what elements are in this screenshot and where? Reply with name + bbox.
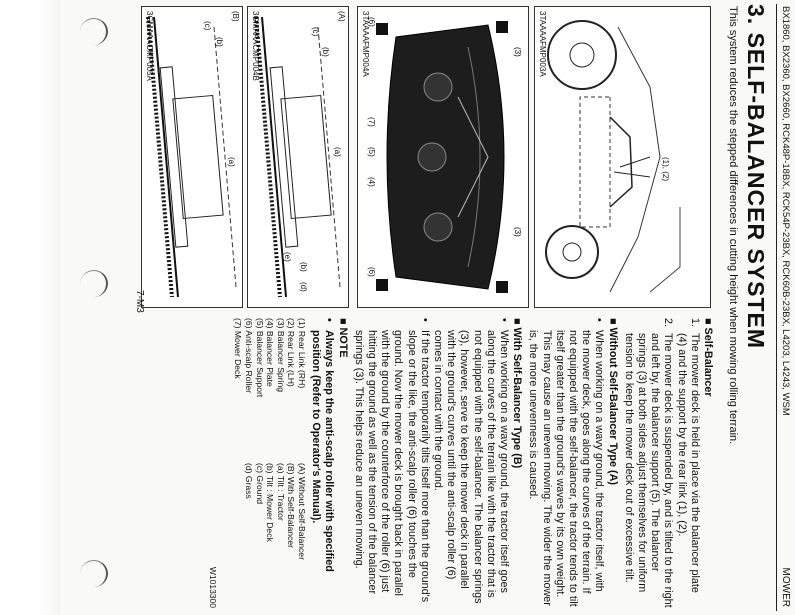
- heading-text: NOTE: [336, 327, 349, 358]
- reference-list: (1) Rear Link (RH) (2) Rear Link (LH) (3…: [233, 318, 307, 608]
- intro-text: This system reduces the stepped differen…: [727, 6, 739, 445]
- rotated-page-content: BX1860, BX2360, BX2660, RCK48P-18BX, RCK…: [120, 0, 795, 615]
- heading-text: Self-Balancer: [702, 327, 714, 397]
- heading-note: ■ NOTE: [336, 318, 349, 358]
- numbered-item: 2. The mower deck is suspended by, and is…: [622, 318, 675, 608]
- numbered-item: 1. The mower deck is held in place via th…: [674, 318, 701, 608]
- item-text: The mower deck is suspended by, and is t…: [622, 333, 675, 608]
- note-item: •Always keep the anti-scalp roller with …: [309, 318, 335, 608]
- header-section: MOWER: [780, 567, 791, 607]
- figure-group-label: (A): [337, 11, 346, 22]
- figure-label: (3): [513, 47, 522, 57]
- document-code: W1013300: [207, 566, 218, 608]
- figure-label: (7): [367, 117, 376, 127]
- header-rule: [776, 4, 777, 611]
- note-text: Always keep the anti-scalp roller with s…: [310, 330, 336, 572]
- bullet-text: If the tractor temporarily tilts itself …: [352, 330, 431, 603]
- figure-label: (4): [367, 177, 376, 187]
- heading-self-balancer: ■ Self-Balancer: [702, 318, 714, 397]
- figure-label: (d): [299, 282, 308, 292]
- item-number: 2.: [662, 318, 675, 328]
- bullet-item: •If the tractor temporarily tilts itself…: [352, 318, 431, 608]
- list-item: (5) Balancer Support: [254, 318, 265, 398]
- list-item: (a) Tilt : Tractor: [275, 463, 286, 521]
- heading-text: With Self-Balancer Type (B): [511, 327, 524, 469]
- page-number: 7-M3: [134, 290, 145, 313]
- manual-page: BX1860, BX2360, BX2660, RCK48P-18BX, RCK…: [60, 0, 795, 615]
- figure-group-label: (B): [231, 11, 240, 22]
- figure-label: (c): [311, 27, 320, 37]
- page-title: 3. SELF-BALANCER SYSTEM: [743, 4, 769, 350]
- figure-label: (b): [321, 47, 330, 57]
- item-number: 1.: [688, 318, 701, 328]
- figure-side-view: (1), (2) 3TAAAAFMP003A: [534, 6, 711, 308]
- figure-without-balancer: (A) (a) (b) (c) (b) (d) (e) 3GMAAACMP004…: [247, 6, 349, 308]
- figure-mower-deck: (3) (4) (5) (6) (7) (6) (3) 3TAAAAFMP004…: [357, 6, 529, 308]
- list-item: (B) With Self-Balancer: [286, 463, 297, 549]
- punch-hole-icon: [80, 18, 108, 45]
- list-item: (1) Rear Link (RH): [296, 318, 307, 389]
- bullet-text: When working on a wavy ground, the tract…: [431, 330, 510, 604]
- list-item: (d) Grass: [243, 463, 254, 499]
- header-models: BX1860, BX2360, BX2660, RCK48P-18BX, RCK…: [780, 6, 791, 416]
- heading-without-balancer: ■ Without Self-Balancer Type (A): [606, 318, 619, 485]
- figure-label: (a): [227, 157, 236, 167]
- list-item: (b) Tilt : Mower Deck: [265, 463, 276, 542]
- parts-list: (1) Rear Link (RH) (2) Rear Link (LH) (3…: [233, 318, 307, 463]
- figure-with-balancer: (B) (a) (b) (c) 3GMAAACMP005A: [141, 6, 243, 308]
- figure-label: (e): [283, 252, 292, 262]
- item-text: The mower deck is held in place via the …: [675, 333, 701, 593]
- side-view-drawing: [545, 20, 681, 293]
- binding-edge: [0, 0, 60, 615]
- list-item: (7) Mower Deck: [233, 318, 244, 379]
- bullet-item: •When working on a wavy ground, the trac…: [527, 318, 606, 607]
- bullet-text: When working on a wavy ground, the tract…: [527, 330, 606, 607]
- list-item: (2) Rear Link (LH): [286, 318, 297, 387]
- without-balancer-drawing: [254, 16, 341, 298]
- punch-hole-icon: [80, 560, 108, 587]
- list-item: (3) Balancer Spring: [275, 318, 286, 393]
- figure-label: (6): [367, 267, 376, 277]
- with-balancer-drawing: [146, 16, 237, 298]
- list-item: (c) Ground: [254, 463, 265, 505]
- list-item: (6) Anti-scalp Roller: [243, 318, 254, 393]
- figure-label: (b): [299, 262, 308, 272]
- figure-caption: 3TAAAAFMP003A: [538, 11, 547, 77]
- heading-text: Without Self-Balancer Type (A): [606, 327, 619, 485]
- types-list: (A) Without Self-Balancer (B) With Self-…: [233, 463, 307, 608]
- figure-label: (3): [513, 227, 522, 237]
- list-item: (A) Without Self-Balancer: [296, 463, 307, 560]
- figure-label: (a): [333, 147, 342, 157]
- figure-label: (b): [215, 37, 224, 47]
- figure-caption: 3GMAAACMP004B: [251, 11, 260, 81]
- figure-label: (1), (2): [661, 157, 670, 181]
- mower-deck-drawing: [376, 21, 508, 293]
- body-text: ■ Self-Balancer 1. The mower deck is held…: [206, 318, 717, 608]
- figure-caption: 3GMAAACMP005A: [145, 11, 154, 81]
- figure-caption: 3TAAAAFMP004A: [361, 11, 370, 77]
- punch-hole-icon: [80, 270, 108, 297]
- figure-label: (c): [203, 21, 212, 31]
- list-item: (4) Balancer Plate: [265, 318, 276, 387]
- bullet-item: •When working on a wavy ground, the trac…: [431, 318, 510, 608]
- figure-label: (5): [367, 147, 376, 157]
- heading-with-balancer: ■ With Self-Balancer Type (B): [511, 318, 524, 469]
